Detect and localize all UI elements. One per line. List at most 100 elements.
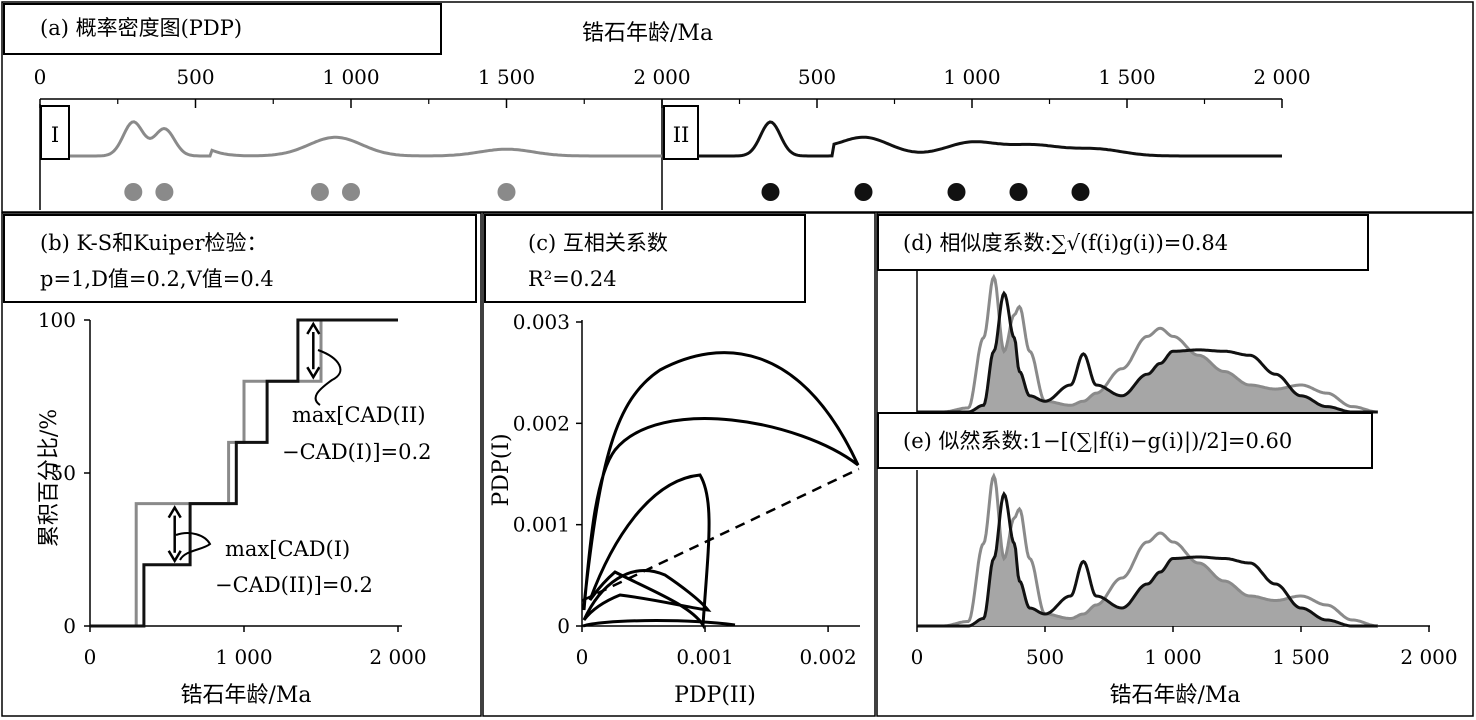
panel-b-annot2-line1: max[CAD(I)	[225, 537, 350, 561]
panel-a-age-dot	[497, 183, 516, 201]
panel-b-title-line2: p=1,D值=0.2,V值=0.4	[40, 267, 274, 291]
panel-b-diff-arrow-head	[167, 505, 182, 519]
panel-d-title-prefix: (d) 相似度系数:	[903, 231, 1052, 255]
panel-d-title: (d) 相似度系数:∑√(f(i)g(i))=0.84	[903, 231, 1228, 255]
panel-a-tick-label: 1 500	[478, 65, 535, 89]
panel-a-title-box	[3, 3, 442, 55]
panel-b-diff-arrow-head	[306, 321, 321, 335]
panel-a-tick-label: 500	[798, 65, 836, 89]
panel-e-ticks: 0 500 1 000 1 500 2 000	[911, 626, 1458, 669]
panel-c-title-line2: R²=0.24	[528, 267, 617, 291]
panel-b-annot2-line2: −CAD(II)]=0.2	[215, 573, 373, 597]
panel-a-tick-label: 2 000	[1253, 65, 1310, 89]
panel-c-x-tick-label: 0.002	[799, 645, 856, 669]
panel-a-age-dot	[342, 183, 360, 201]
panel-e-x-tick-label: 2 000	[1400, 645, 1457, 669]
panel-b-annot1-line1: max[CAD(II)	[292, 403, 426, 427]
sample-I-label: I	[51, 123, 59, 147]
sample-II-label: II	[673, 123, 690, 147]
panel-c-frame	[482, 212, 876, 717]
panel-c-xlabel: PDP(II)	[674, 683, 756, 708]
panel-a-age-dot	[124, 183, 143, 201]
panel-b-leader-line	[175, 532, 212, 561]
panel-a-frame	[1, 1, 1474, 213]
panel-e-x-tick-label: 0	[911, 645, 924, 669]
panel-c-tail	[582, 619, 736, 628]
panel-e-curve-I	[917, 472, 1378, 628]
panel-e-title: (e) 似然系数:1−[(∑|f(i)−g(i)|)/2]=0.60	[903, 429, 1292, 454]
panel-b-diff-arrow-head	[167, 550, 182, 564]
panel-c: (c) 互相关系数 R²=0.24 0 0.001 0.002 0 0.001 0.002…	[484, 214, 860, 708]
panel-e-title-formula: 1−[(∑|f(i)−g(i)|)/2]=0.60	[1030, 429, 1293, 454]
panel-c-y-tick-label: 0.002	[513, 411, 570, 435]
panel-e-curve-II	[917, 491, 1378, 628]
panel-a-age-dot	[310, 183, 329, 201]
panel-a-age-dot	[1071, 183, 1090, 201]
panel-b-y-tick-label: 0	[63, 614, 76, 638]
panel-a-age-dot	[947, 183, 966, 201]
panel-a-tick-label: 1 500	[1098, 65, 1155, 89]
panel-c-y-tick-label: 0.001	[513, 513, 570, 537]
panel-a-title: (a) 概率密度图(PDP)	[40, 16, 242, 40]
panel-e-x-tick-label: 500	[1026, 645, 1064, 669]
panel-d-title-formula: ∑√(f(i)g(i))=0.84	[1052, 231, 1229, 255]
panel-b-leader-line	[314, 349, 342, 406]
panel-c-loop-outer	[582, 351, 860, 611]
panel-c-loop-middle	[588, 473, 711, 630]
sample-II-label-box	[663, 105, 699, 160]
panel-e-title-prefix: (e) 似然系数:	[903, 429, 1030, 453]
panel-c-title-line1: (c) 互相关系数	[528, 231, 668, 255]
panel-b-title-line1: (b) K-S和Kuiper检验：	[40, 231, 268, 255]
panel-c-x-tick-label: 0.001	[676, 645, 733, 669]
panel-d-curve-II	[917, 290, 1378, 414]
panel-e-x-tick-label: 1 500	[1272, 645, 1329, 669]
panel-a-age-dot	[854, 183, 873, 201]
panel-b-arrows	[167, 321, 342, 564]
panel-b-x-tick-label: 2 000	[369, 645, 426, 669]
panel-a-tick-label: 500	[176, 65, 214, 89]
panel-a-tick-label: 2 000	[633, 65, 690, 89]
panel-e-x-tick-label: 1 000	[1144, 645, 1201, 669]
panel-a-pdp-curve-II	[698, 120, 1282, 158]
sample-I-label-box	[40, 105, 70, 160]
panel-b-cad-curve-I	[90, 318, 398, 628]
panel-d-title-box	[877, 214, 1369, 271]
panel-a-age-dots	[124, 183, 1090, 201]
panel-d: (d) 相似度系数:∑√(f(i)g(i))=0.84	[877, 214, 1378, 414]
panel-e: 0 500 1 000 1 500 2 000 (e) 似然系数:1−[(∑|f(i)−…	[877, 412, 1458, 708]
panel-b-diff-arrow-head	[306, 366, 321, 380]
panel-d-overlap-fill	[917, 322, 1378, 412]
panel-b-ylabel: 累积百分比/%	[37, 409, 62, 547]
panel-b-xlabel: 锆石年龄/Ma	[180, 683, 311, 708]
panel-a-age-dot	[761, 183, 780, 201]
panel-c-y-tick-label: 0	[557, 614, 570, 638]
panel-b-y-tick-label: 100	[38, 308, 76, 332]
panel-a-tick-label: 1 000	[322, 65, 379, 89]
panel-a-age-dot	[1009, 183, 1028, 201]
panel-b-cad-curve-II	[90, 318, 398, 628]
panel-b-x-tick-label: 1 000	[215, 645, 272, 669]
panel-c-x-tick-label: 0	[576, 645, 589, 669]
panel-e-title-box	[877, 412, 1373, 469]
panel-b: (b) K-S和Kuiper检验： p=1,D值=0.2,V值=0.4 0 1 0…	[3, 214, 477, 708]
panel-a-tick-label: 0	[34, 65, 47, 89]
panel-c-regression-line	[581, 467, 860, 602]
panel-a-pdp-curve-I	[70, 120, 662, 158]
panel-b-annot1-line2: −CAD(I)]=0.2	[282, 440, 432, 464]
panel-b-y-tick-label: 50	[51, 461, 76, 485]
panel-c-ylabel: PDP(I)	[489, 433, 514, 506]
panel-b-frame	[1, 212, 482, 717]
panel-b-ticks: 0 1 000 2 000 0 50 100	[38, 308, 427, 669]
panel-a-age-dot	[155, 183, 174, 201]
panel-e-fill	[917, 526, 1378, 626]
panel-b-x-tick-label: 0	[84, 645, 97, 669]
panel-a: (a) 概率密度图(PDP) 锆石年龄/Ma 0 500 1 000 1 500 2 0…	[3, 3, 1311, 210]
panel-a-xlabel: 锆石年龄/Ma	[582, 21, 713, 46]
panel-d-curve-I	[917, 273, 1378, 414]
panel-e-xlabel: 锆石年龄/Ma	[1109, 683, 1240, 708]
panel-c-loop-inner	[582, 569, 712, 621]
panel-b-title-box	[3, 214, 477, 303]
